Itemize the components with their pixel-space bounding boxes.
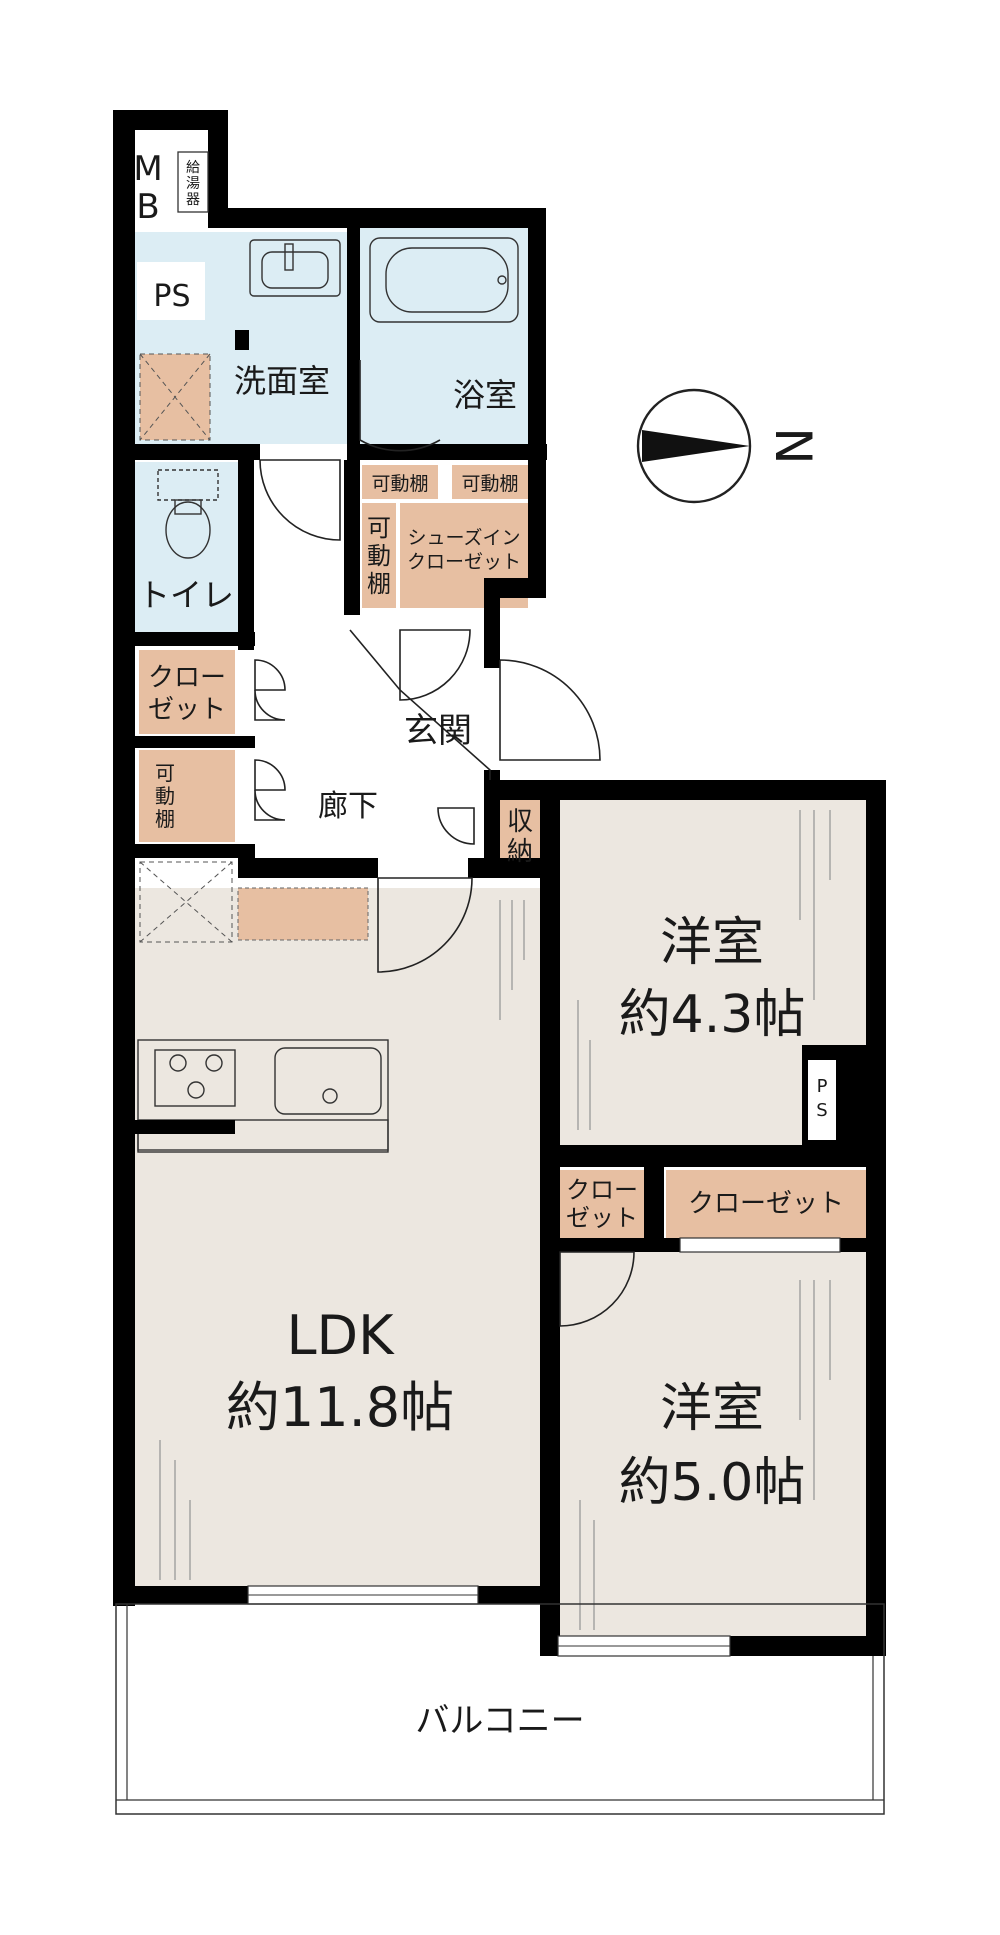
sink-icon [274, 1047, 382, 1115]
ps-top-box [137, 262, 205, 320]
ps-top-label: PS [153, 279, 190, 314]
toilet-icon [157, 469, 219, 559]
bathtub-icon [369, 237, 519, 323]
kitchen-counter-front [137, 1119, 389, 1151]
windows [247, 1237, 841, 1657]
closet-mid-label: ゼット [566, 1204, 638, 1232]
water-heater-label: 湯 [186, 175, 200, 192]
shelf-d-label: 棚 [155, 807, 175, 831]
doors [254, 360, 635, 1327]
ldk-size: 約11.8帖 [226, 1376, 454, 1439]
western-1-name: 洋室 [660, 913, 764, 973]
stove-icon [154, 1049, 236, 1107]
western-2-name: 洋室 [660, 1379, 764, 1439]
kitchen-counter [137, 1039, 389, 1153]
balcony-label: バルコニー [415, 1701, 584, 1741]
shelf-d-box [139, 750, 235, 842]
washbasin-icon [249, 239, 341, 297]
counter-box [237, 887, 369, 941]
closet-wide-label: クローゼット [688, 1189, 844, 1219]
toilet-label: トイレ [138, 576, 234, 614]
compass-n-label: N [764, 427, 822, 464]
closet-mid-label: クロー [566, 1176, 638, 1204]
shoes-closet-label: クローゼット [407, 551, 521, 573]
water-heater-box [177, 151, 209, 213]
washroom-label: 洗面室 [234, 362, 330, 400]
shelf-d-label: 動 [155, 784, 175, 808]
shelf-a-label: 可動棚 [371, 473, 428, 495]
shelf-c-label: 棚 [367, 570, 391, 598]
shelf-a-box [362, 465, 438, 499]
western-2-floor [560, 1252, 866, 1636]
shoes-closet-label: シューズイン [407, 527, 520, 549]
mb-label-m: M [133, 149, 162, 189]
ps-mid-label: S [816, 1100, 827, 1121]
ps-mid-label: P [817, 1076, 828, 1097]
water-heater-label: 器 [186, 192, 200, 208]
floor-fills [135, 226, 866, 1636]
floor-hatching [159, 810, 831, 1630]
mb-label-b: B [136, 187, 159, 227]
ldk-name: LDK [286, 1304, 395, 1367]
closet-left-label: クロー [148, 663, 226, 693]
shelf-b-label: 可動棚 [461, 473, 518, 495]
storage-fills [139, 353, 866, 1238]
compass-icon [636, 388, 752, 504]
closet-mid-box [560, 1170, 644, 1238]
closet-left-label: ゼット [148, 695, 226, 725]
western-1-size: 約4.3帖 [619, 985, 806, 1045]
corridor-label: 廊下 [318, 789, 378, 824]
shelf-c-box [362, 503, 396, 608]
closet-left-box [139, 650, 235, 734]
entrance-label: 玄関 [404, 711, 472, 751]
fixtures [137, 237, 519, 1153]
shelf-c-label: 可 [367, 514, 391, 542]
storage-label: 収 [507, 807, 533, 837]
shelf-c-label: 動 [367, 542, 391, 570]
storage-label: 納 [507, 837, 533, 867]
closet-wide-box [666, 1170, 866, 1238]
toilet-floor [135, 462, 238, 632]
bathroom-label: 浴室 [453, 376, 517, 414]
water-heater-label: 給 [186, 160, 200, 176]
labels: M B 給 湯 器 PS 洗面室 浴室 トイレ 可動棚 可動棚 可 動 棚 シュ… [133, 149, 844, 1741]
shelf-b-box [452, 465, 528, 499]
ldk-floor [135, 888, 543, 1586]
balcony-outline [115, 1603, 885, 1815]
fridge-space [139, 861, 233, 943]
western-2-size: 約5.0帖 [619, 1453, 806, 1513]
shelf-d-label: 可 [155, 761, 175, 785]
